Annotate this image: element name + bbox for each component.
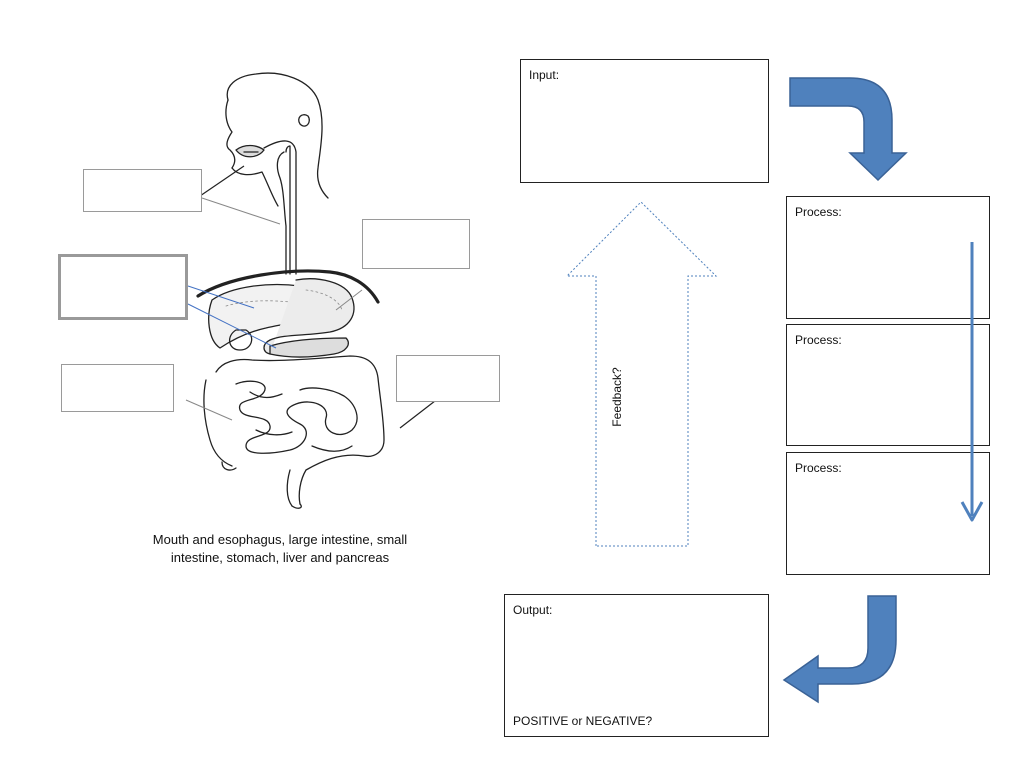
process-label-1: Process: [795,205,842,219]
curved-arrow-right-down [789,77,908,182]
input-box[interactable]: Input: [520,59,769,183]
output-box[interactable]: Output: POSITIVE or NEGATIVE? [504,594,769,737]
label-box-stomach[interactable] [362,219,470,269]
feedback-label: Feedback? [610,367,624,427]
organ-list-caption: Mouth and esophagus, large intestine, sm… [152,532,408,565]
process-box-2[interactable]: Process: [786,324,990,446]
digestive-system-illustration [196,72,385,509]
feedback-up-arrow [565,201,718,547]
output-label: Output: [513,603,553,617]
output-question: POSITIVE or NEGATIVE? [513,714,653,728]
process-label-2: Process: [795,333,842,347]
label-box-small-intestine[interactable] [61,364,174,412]
label-box-liver[interactable] [58,254,188,320]
process-label-3: Process: [795,461,842,475]
label-box-mouth[interactable] [83,169,202,212]
curved-arrow-left [782,595,897,704]
process-box-1[interactable]: Process: [786,196,990,319]
process-box-3[interactable]: Process: [786,452,990,575]
label-box-large-intestine[interactable] [396,355,500,402]
input-label: Input: [529,68,560,82]
